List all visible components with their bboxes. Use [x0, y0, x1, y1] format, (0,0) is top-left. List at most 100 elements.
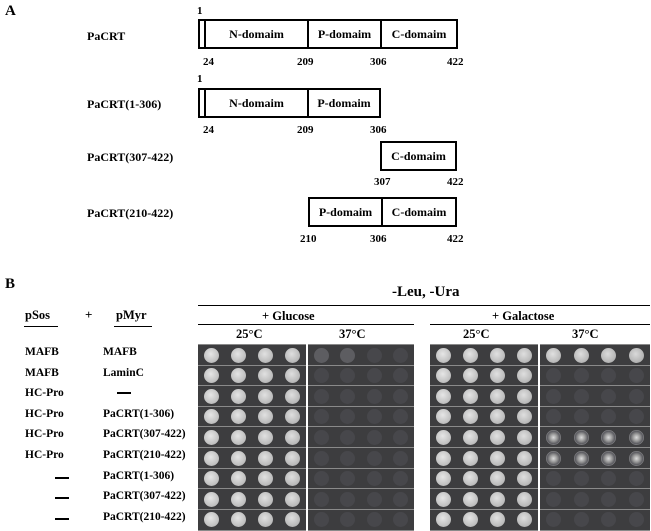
plate-strip-gal37: [540, 467, 650, 490]
plate-strip-glu25: [198, 385, 306, 408]
yeast-spot: [628, 429, 644, 445]
yeast-spot: [628, 388, 644, 404]
pmyr-label: PaCRT(210-422): [103, 449, 186, 461]
plate-strip-gal25: [430, 364, 538, 387]
position-number: 422: [447, 233, 464, 245]
yeast-spot: [517, 409, 532, 425]
yeast-spot: [436, 347, 451, 363]
psos-label: HC-Pro: [25, 407, 64, 420]
yeast-spot: [393, 368, 409, 384]
yeast-spot: [204, 409, 219, 425]
yeast-spot: [573, 429, 589, 445]
yeast-spot: [231, 409, 246, 425]
psos-label: MAFB: [25, 366, 59, 379]
psos-label: MAFB: [25, 346, 59, 358]
yeast-spot: [546, 512, 562, 528]
yeast-spot: [231, 429, 246, 445]
pmyr-label: PaCRT(307-422): [103, 490, 186, 503]
yeast-spot: [231, 471, 246, 487]
yeast-spot: [258, 450, 273, 466]
yeast-spot: [546, 450, 562, 466]
plate-strip-gal37: [540, 364, 650, 387]
yeast-spot: [601, 347, 617, 363]
yeast-spot: [204, 450, 219, 466]
yeast-spot: [285, 471, 300, 487]
yeast-spot: [490, 409, 505, 425]
yeast-spot: [601, 388, 617, 404]
yeast-spot: [285, 347, 300, 363]
yeast-spot: [463, 471, 478, 487]
yeast-spot: [601, 471, 617, 487]
yeast-spot: [231, 512, 246, 528]
pmyr-label: PaCRT(1-306): [103, 407, 175, 420]
yeast-spot: [393, 409, 409, 425]
yeast-spot: [313, 388, 329, 404]
yeast-spot: [204, 388, 219, 404]
yeast-spot: [231, 491, 246, 507]
yeast-spot: [517, 388, 532, 404]
position-number: 306: [370, 56, 387, 68]
yeast-spot: [313, 409, 329, 425]
psos-label: HC-Pro: [25, 428, 64, 441]
yeast-spot: [340, 347, 356, 363]
position-number: 422: [447, 56, 464, 68]
pmyr-label: PaCRT(307-422): [103, 428, 186, 441]
yeast-spot: [601, 512, 617, 528]
yeast-spot: [463, 450, 478, 466]
construct-label: PaCRT(1-306): [87, 97, 162, 111]
temp-label-galactose-37: 37°C: [572, 327, 599, 341]
yeast-spot: [340, 388, 356, 404]
construct-label: PaCRT: [87, 29, 126, 43]
yeast-spot: [490, 368, 505, 384]
construct-label: PaCRT(307-422): [87, 150, 174, 164]
plate-strip-glu37: [308, 426, 414, 449]
yeast-spot: [258, 429, 273, 445]
yeast-spot: [436, 491, 451, 507]
yeast-spot: [204, 347, 219, 363]
yeast-spot: [313, 368, 329, 384]
yeast-spot: [393, 512, 409, 528]
position-number: 306: [370, 124, 387, 136]
yeast-spot: [258, 388, 273, 404]
yeast-spot: [340, 491, 356, 507]
header-psos: pSos: [25, 308, 51, 322]
yeast-spot: [258, 471, 273, 487]
yeast-spot: [340, 429, 356, 445]
domain-bar-307-422: C-domaim: [380, 141, 457, 171]
panel-b-letter: B: [5, 276, 16, 292]
yeast-spot: [463, 347, 478, 363]
yeast-spot: [393, 429, 409, 445]
yeast-spot: [393, 450, 409, 466]
yeast-spot: [628, 471, 644, 487]
psos-empty-dash: [55, 517, 69, 520]
yeast-spot: [340, 409, 356, 425]
yeast-spot: [231, 450, 246, 466]
yeast-spot: [436, 429, 451, 445]
yeast-spot: [393, 388, 409, 404]
pmyr-label: MAFB: [103, 346, 137, 358]
yeast-spot: [573, 409, 589, 425]
yeast-spot: [436, 450, 451, 466]
pmyr-label: LaminC: [103, 366, 144, 379]
plate-strip-glu37: [308, 405, 414, 428]
header-plus: +: [85, 307, 93, 322]
position-number: 209: [297, 56, 314, 68]
plate-strip-glu25: [198, 508, 306, 531]
yeast-spot: [490, 347, 505, 363]
plate-strip-gal37: [540, 405, 650, 428]
plate-strip-glu25: [198, 364, 306, 387]
yeast-spot: [517, 512, 532, 528]
plate-strip-gal25: [430, 508, 538, 531]
plate-strip-glu25: [198, 344, 306, 366]
yeast-spot: [285, 368, 300, 384]
yeast-spot: [285, 512, 300, 528]
plate-strip-glu25: [198, 405, 306, 428]
yeast-spot: [628, 491, 644, 507]
yeast-spot: [366, 388, 382, 404]
yeast-spot: [517, 429, 532, 445]
plate-strip-gal25: [430, 385, 538, 408]
signal-peptide-number: 1: [197, 5, 203, 17]
medium-label: -Leu, -Ura: [392, 284, 460, 300]
psos-empty-dash: [55, 497, 69, 500]
yeast-spot: [436, 368, 451, 384]
